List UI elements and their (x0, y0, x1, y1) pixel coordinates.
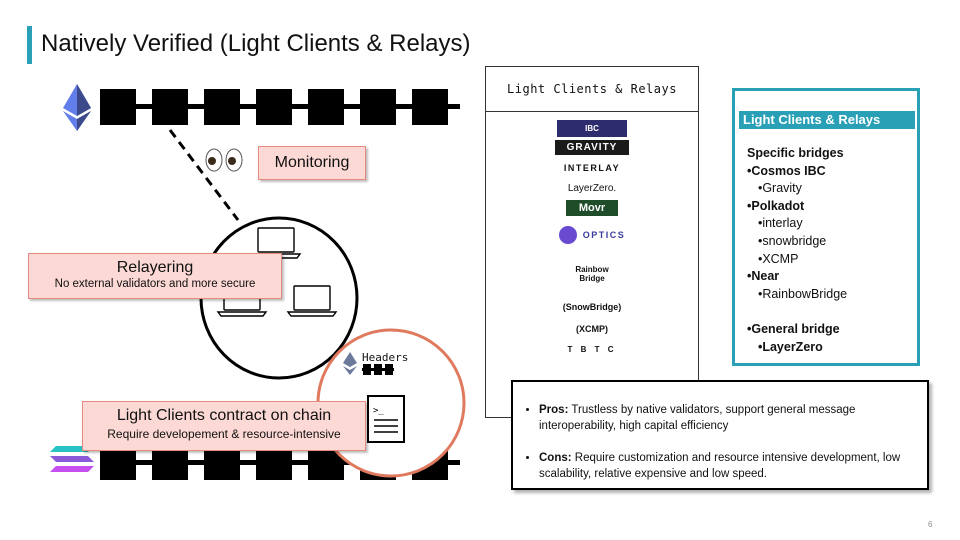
laptop-icon (216, 227, 338, 317)
cons-label: Cons: (539, 452, 572, 464)
ethereum-icon (63, 84, 91, 131)
gravity-logo: GRAVITY (555, 140, 629, 155)
list-item: Specific bridges (747, 146, 844, 160)
relayering-box: Relayering No external validators and mo… (28, 253, 282, 299)
headers-mini-chain (343, 352, 394, 375)
list-item: •LayerZero (751, 339, 823, 354)
pros-text: Trustless by native validators, support … (539, 404, 856, 432)
svg-text:>_: >_ (373, 406, 384, 416)
list-item: •snowbridge (751, 233, 827, 248)
xcmp-logo: (XCMP) (576, 324, 608, 334)
interlay-logo: INTERLAY (563, 162, 621, 173)
ibc-logo: IBC (557, 120, 627, 137)
pros-label: Pros: (539, 404, 569, 416)
list-spacer (747, 303, 847, 321)
list-item: •interlay (751, 216, 803, 231)
pros-cons-box: Pros: Trustless by native validators, su… (511, 380, 929, 490)
ethereum-chain (100, 89, 460, 125)
pros-item: Pros: Trustless by native validators, su… (539, 402, 917, 434)
relayering-title: Relayering (116, 259, 194, 276)
eyes-icon (205, 148, 243, 172)
page-title: Natively Verified (Light Clients & Relay… (41, 30, 471, 57)
light-client-box: Light Clients contract on chain Require … (82, 401, 366, 451)
relayering-subtitle: No external validators and more secure (54, 278, 256, 290)
title-accent-bar (27, 26, 32, 64)
monitoring-box: Monitoring (258, 146, 366, 180)
cons-item: Cons: Require customization and resource… (539, 450, 917, 482)
list-item: •General bridge (747, 321, 840, 336)
list-item: •Near (747, 269, 780, 284)
rainbow-bridge-logo: Rainbow Bridge (575, 265, 609, 283)
dashed-connector-top (168, 129, 240, 221)
cons-text: Require customization and resource inten… (539, 452, 901, 480)
list-item: •Polkadot (747, 198, 805, 213)
list-item: •XCMP (751, 251, 799, 266)
projects-panel: Light Clients & Relays IBC GRAVITY INTER… (485, 66, 699, 418)
tbtc-logo: T B T C (567, 344, 617, 354)
light-client-title: Light Clients contract on chain (116, 407, 332, 424)
movr-logo: Movr (566, 200, 618, 216)
layerzero-logo: LayerZero. (567, 182, 617, 194)
list-item: •RainbowBridge (751, 286, 848, 301)
headers-label: Headers (362, 351, 409, 364)
projects-panel-header: Light Clients & Relays (486, 67, 698, 112)
monitoring-label: Monitoring (274, 154, 350, 171)
snowbridge-logo: (SnowBridge) (562, 302, 622, 312)
light-client-subtitle: Require developement & resource-intensiv… (107, 427, 341, 441)
contract-document-icon: >_ (367, 395, 405, 443)
specific-bridges-header: Light Clients & Relays (739, 111, 915, 129)
optics-logo: OPTICS (552, 224, 632, 246)
specific-bridges-list: Specific bridges •Cosmos IBC •Gravity •P… (747, 145, 847, 356)
list-item: •Gravity (751, 181, 802, 196)
list-item: •Cosmos IBC (747, 163, 826, 178)
specific-bridges-box: Light Clients & Relays Specific bridges … (732, 88, 920, 366)
page-number: 6 (928, 520, 933, 529)
